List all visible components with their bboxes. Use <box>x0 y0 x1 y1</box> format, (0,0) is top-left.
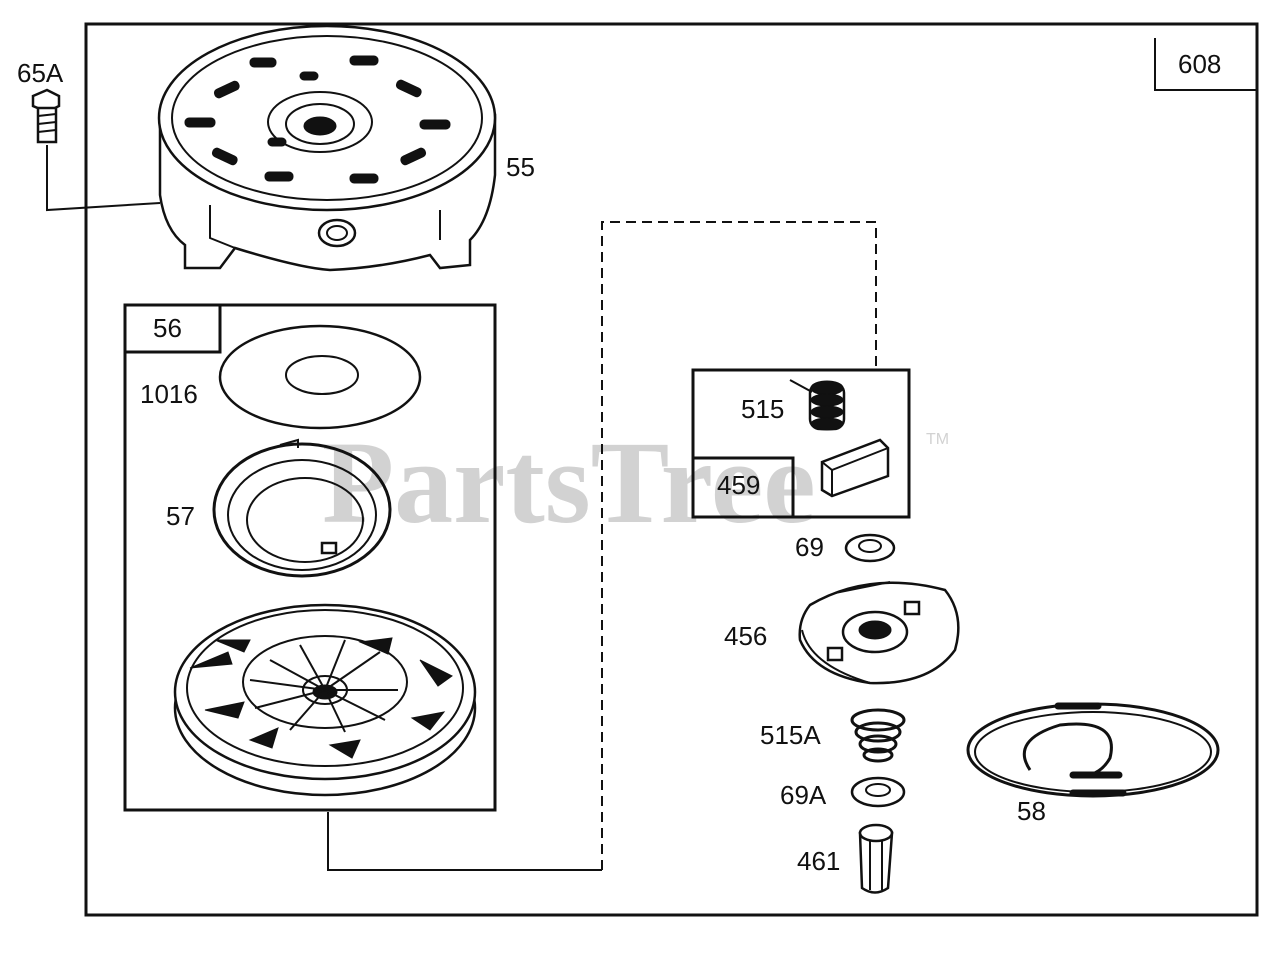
leader-65a <box>46 145 161 212</box>
subassembly-label: 459 <box>717 470 760 500</box>
label-515: 515 <box>741 394 784 424</box>
rewind-spring-57[interactable] <box>212 438 392 578</box>
spring-515[interactable] <box>789 379 846 431</box>
label-461: 461 <box>797 846 840 876</box>
starter-rope-58[interactable] <box>966 702 1220 798</box>
starter-housing-55[interactable] <box>157 24 497 272</box>
leader-assembly <box>327 812 602 871</box>
label-58: 58 <box>1017 796 1046 826</box>
assembly-label: 56 <box>153 313 182 343</box>
trademark-mark: TM <box>926 431 949 448</box>
washer-69a[interactable] <box>850 776 906 808</box>
pawl-459[interactable] <box>820 438 890 498</box>
label-69: 69 <box>795 532 824 562</box>
bolt-65a[interactable] <box>31 88 61 144</box>
spring-515a[interactable] <box>850 708 906 763</box>
subassembly-box <box>691 368 911 519</box>
label-69a: 69A <box>780 780 827 810</box>
label-1016: 1016 <box>140 379 198 409</box>
label-456: 456 <box>724 621 767 651</box>
washer-69[interactable] <box>844 533 896 563</box>
diagram-frame <box>84 22 1259 917</box>
label-65a: 65A <box>17 58 64 88</box>
assembly-label-box <box>123 303 222 354</box>
dashed-connector <box>601 221 877 870</box>
page-number: 608 <box>1178 49 1221 79</box>
pin-461[interactable] <box>858 823 894 894</box>
starter-pulley[interactable] <box>173 603 477 797</box>
label-57: 57 <box>166 501 195 531</box>
label-515a: 515A <box>760 720 821 750</box>
assembly-box-56 <box>123 303 497 812</box>
washer-plate-1016[interactable] <box>218 324 422 430</box>
subassembly-label-box <box>691 456 795 519</box>
watermark: PartsTree <box>322 417 816 548</box>
ratchet-456[interactable] <box>798 581 960 685</box>
page-number-box: 608 <box>1154 38 1257 91</box>
label-55: 55 <box>506 152 535 182</box>
